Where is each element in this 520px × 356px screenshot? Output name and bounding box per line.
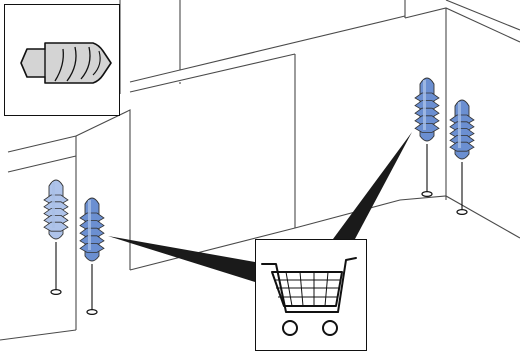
wall-right-ledge (404, 7, 520, 43)
drill-bit-icon (20, 42, 112, 84)
wall-section-middle-top (75, 109, 131, 270)
shopping-cart-icon (261, 257, 357, 336)
drill-bit-callout (4, 4, 120, 116)
floor-line (129, 195, 520, 271)
wall-panel-left-upper (7, 155, 77, 173)
pointer-right-wedge (333, 132, 412, 239)
floor-line-left (0, 329, 77, 341)
screw-hole-icon (421, 191, 433, 198)
wall-top-line (179, 15, 406, 71)
screw-hole-icon (50, 289, 62, 296)
cart-pointers (108, 132, 412, 282)
wall-anchor-icon (449, 99, 475, 212)
wall-panel-left-lower (7, 135, 77, 153)
wall-anchor-icon (79, 197, 105, 312)
screw-hole-icon (456, 209, 468, 216)
shopping-cart-callout (255, 239, 367, 351)
screw-hole-icon (86, 309, 98, 316)
room-walls (0, 0, 520, 341)
wall-section-upper-beam (129, 53, 296, 93)
pointer-left-wedge (108, 236, 255, 282)
anchors-layer (43, 77, 475, 316)
wall-anchor-icon (43, 179, 69, 292)
wall-right-strip (445, 0, 520, 31)
wall-anchor-icon (414, 77, 440, 194)
wall-section-upper-beam-2 (129, 0, 181, 83)
